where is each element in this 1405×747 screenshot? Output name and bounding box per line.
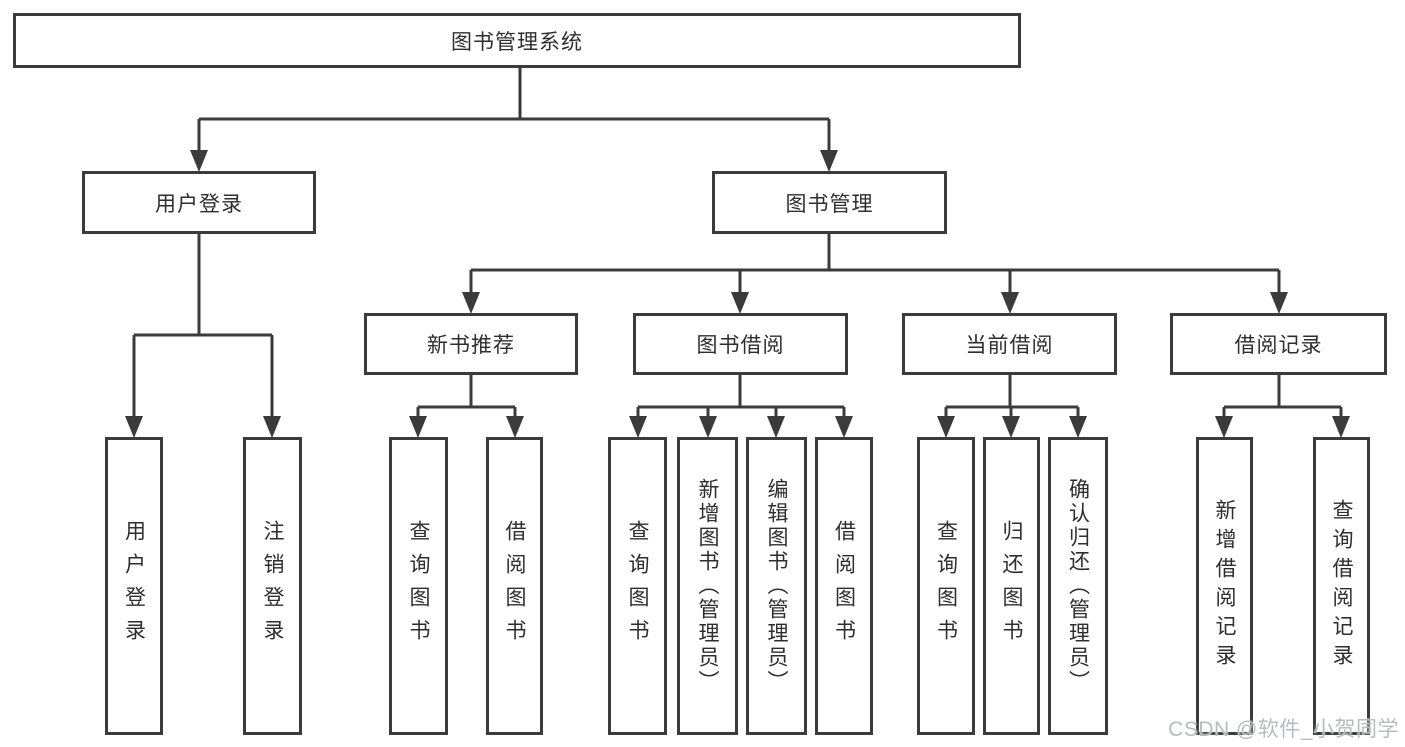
leaf-borrow-borrow-books: 借阅图书: [815, 437, 873, 735]
leaf-label: 编辑图书（管理员）: [765, 478, 788, 694]
leaf-label: 借阅图书: [832, 520, 856, 652]
leaf-label: 查询图书: [407, 520, 430, 652]
node-label: 图书管理系统: [451, 30, 583, 54]
leaf-label: 新增图书（管理员）: [696, 478, 719, 694]
node-book-management: 图书管理: [712, 171, 947, 234]
leaf-user-login: 用户登录: [105, 437, 163, 735]
csdn-watermark: CSDN @软件_小贺同学: [1168, 718, 1399, 741]
node-book-borrow: 图书借阅: [633, 313, 848, 375]
leaf-records-query-record: 查询借阅记录: [1313, 437, 1370, 735]
node-user-login: 用户登录: [82, 171, 316, 234]
leaf-label: 注销登录: [261, 520, 284, 652]
node-label: 用户登录: [155, 192, 243, 216]
node-label: 借阅记录: [1234, 334, 1323, 357]
leaf-current-confirm-return-admin: 确认归还（管理员）: [1048, 437, 1108, 735]
leaf-borrow-add-books-admin: 新增图书（管理员）: [677, 437, 738, 735]
node-label: 新书推荐: [427, 334, 515, 357]
node-label: 图书借阅: [696, 334, 785, 357]
leaf-logout: 注销登录: [243, 437, 302, 735]
leaf-label: 查询图书: [626, 520, 649, 652]
leaf-newbook-query-books: 查询图书: [389, 437, 448, 735]
leaf-label: 查询图书: [934, 520, 958, 652]
leaf-newbook-borrow-books: 借阅图书: [486, 437, 543, 735]
leaf-label: 新增借阅记录: [1213, 499, 1236, 673]
leaf-label: 用户登录: [122, 520, 146, 652]
leaf-label: 确认归还（管理员）: [1066, 478, 1090, 694]
leaf-current-query-books: 查询图书: [917, 437, 975, 735]
node-new-book-recommend: 新书推荐: [364, 313, 578, 375]
node-current-borrow: 当前借阅: [902, 313, 1117, 375]
arrowheads: [125, 150, 1350, 438]
node-label: 当前借阅: [965, 334, 1054, 357]
leaf-label: 查询借阅记录: [1330, 499, 1353, 673]
leaf-records-add-record: 新增借阅记录: [1196, 437, 1253, 735]
node-label: 图书管理: [785, 192, 874, 216]
leaf-borrow-query-books: 查询图书: [608, 437, 667, 735]
leaf-borrow-edit-books-admin: 编辑图书（管理员）: [746, 437, 807, 735]
leaf-current-return-books: 归还图书: [983, 437, 1040, 735]
node-borrow-records: 借阅记录: [1170, 313, 1387, 375]
leaf-label: 借阅图书: [503, 520, 526, 652]
node-library-system: 图书管理系统: [13, 13, 1021, 68]
leaf-label: 归还图书: [1000, 520, 1023, 652]
